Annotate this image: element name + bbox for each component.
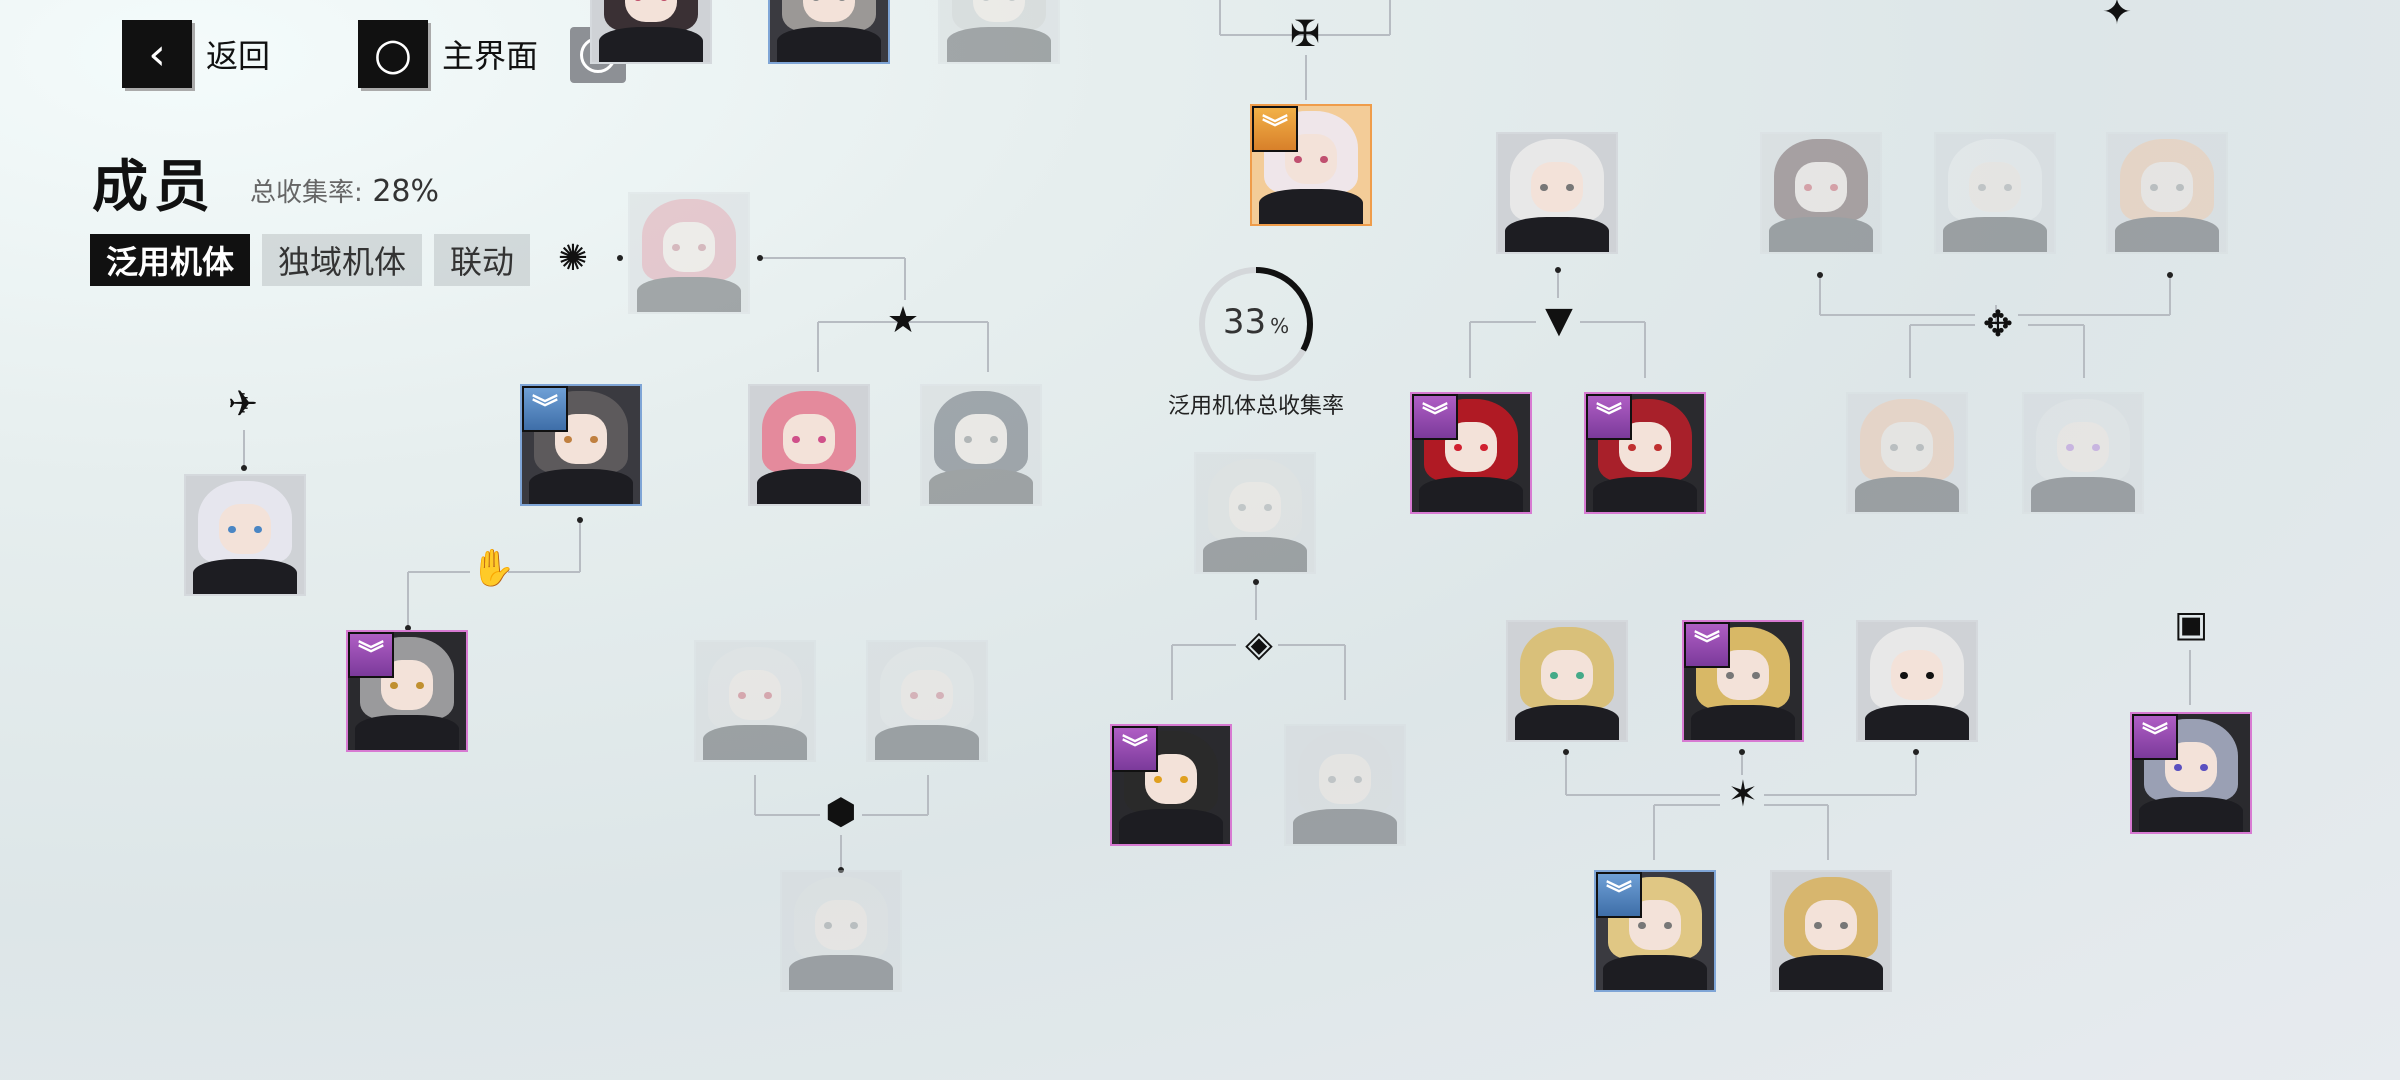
member-portrait[interactable]: ︾ [1594,870,1716,992]
character-art [1196,454,1314,572]
cube-emblem-icon: ◈ [1245,624,1273,665]
member-portrait[interactable] [694,640,816,762]
rank-chevron-icon: ︾ [1684,622,1730,668]
rank-chevron-icon: ︾ [348,632,394,678]
character-art [696,642,814,760]
character-art [1252,106,1370,224]
character-art [592,0,710,62]
character-art [1772,872,1890,990]
member-portrait[interactable] [1856,620,1978,742]
butterfly-emblem-icon: ✶ [1727,774,1759,815]
collection-progress-ring [1199,267,1313,381]
member-portrait[interactable]: ︾ [1584,392,1706,514]
back-label: 返回 [206,37,271,75]
collab-emblem-icon: ✺ [557,238,589,279]
member-portrait[interactable] [1770,870,1892,992]
member-portrait[interactable] [2106,132,2228,254]
bird-emblem-icon: ✈ [227,384,259,425]
hexagon-emblem-icon: ⬢ [825,792,857,833]
chevron-left-icon: ‹ [122,20,192,88]
faction-emblem-icon: ✠ [1289,14,1321,55]
member-portrait[interactable]: ︾ [1110,724,1232,846]
faction-emblem-icon: ✦ [2101,0,2133,33]
member-portrait[interactable] [780,870,902,992]
circle-icon: ○ [358,20,428,88]
wing-emblem-icon: ✥ [1982,304,2014,345]
character-art [1498,134,1616,252]
character-art [2108,134,2226,252]
character-art [1936,134,2054,252]
character-art [868,642,986,760]
character-art [1848,394,1966,512]
member-portrait[interactable] [1934,132,2056,254]
member-portrait[interactable] [1194,452,1316,574]
rank-chevron-icon: ︾ [1412,394,1458,440]
character-art [630,194,748,312]
tab-exclusive-units[interactable]: 独域机体 [262,234,423,286]
character-art [186,476,304,594]
page-title: 成员 [92,155,216,220]
character-art [348,632,466,750]
shield-emblem-icon: ▼ [1545,300,1573,341]
member-portrait[interactable] [1846,392,1968,514]
rank-chevron-icon: ︾ [1596,872,1642,918]
collection-rate-label: 总收集率: [250,178,363,208]
character-art [1286,726,1404,844]
rank-chevron-icon: ︾ [2132,714,2178,760]
home-label: 主界面 [442,37,539,75]
back-button[interactable]: ‹ 返回 [122,20,270,88]
character-art [782,872,900,990]
member-portrait[interactable] [1506,620,1628,742]
member-portrait[interactable] [866,640,988,762]
character-art [770,0,888,62]
character-art [1508,622,1626,740]
member-portrait[interactable] [1760,132,1882,254]
character-art [750,386,868,504]
collection-percent: 33% [1222,302,1290,342]
rank-chevron-icon: ︾ [1586,394,1632,440]
character-art [940,0,1058,62]
tab-general-units[interactable]: 泛用机体 [90,234,251,286]
member-portrait[interactable] [2022,392,2144,514]
member-portrait[interactable] [748,384,870,506]
character-art [1762,134,1880,252]
member-portrait[interactable] [1284,724,1406,846]
member-portrait[interactable]: ︾ [1682,620,1804,742]
rank-chevron-icon: ︾ [1112,726,1158,772]
total-collection-rate: 总收集率: 28% [250,172,439,209]
tab-collab[interactable]: 联动 [434,234,531,286]
character-art [922,386,1040,504]
aru-emblem-icon: ▣ [2173,604,2208,645]
member-portrait[interactable] [920,384,1042,506]
member-portrait[interactable] [1496,132,1618,254]
member-portrait[interactable]: ︾ [346,630,468,752]
member-portrait[interactable]: ︾ [1250,104,1372,226]
member-portrait[interactable]: ︾ [2130,712,2252,834]
member-portrait[interactable] [628,192,750,314]
home-button[interactable]: ○ 主界面 [358,20,538,88]
member-portrait[interactable] [590,0,712,64]
member-portrait[interactable] [184,474,306,596]
member-portrait[interactable] [768,0,890,64]
member-portrait[interactable]: ︾ [520,384,642,506]
rank-chevron-icon: ︾ [522,386,568,432]
category-tabs: 泛用机体 独域机体 联动 [90,234,542,286]
character-art [1412,394,1530,512]
character-art [2024,394,2142,512]
member-portrait[interactable]: ︾ [1410,392,1532,514]
hand-emblem-icon: ✋ [470,548,516,589]
character-art [1858,622,1976,740]
star-emblem-icon: ★ [886,300,920,341]
rank-chevron-icon: ︾ [1252,106,1298,152]
character-art [1684,622,1802,740]
collection-rate-value: 28% [372,174,439,209]
collection-rate-caption: 泛用机体总收集率 [1167,394,1344,419]
member-portrait[interactable] [938,0,1060,64]
